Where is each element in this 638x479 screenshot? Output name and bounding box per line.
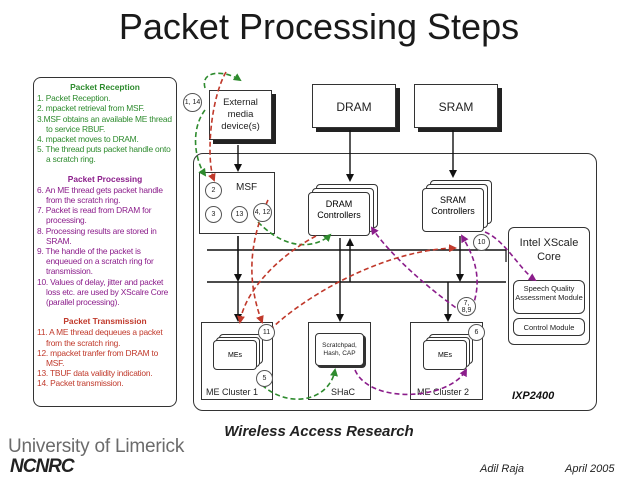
processing-heading: Packet Processing: [67, 173, 143, 184]
step-item: 1. Packet Reception.: [37, 93, 111, 104]
step-circle-label: 11: [262, 329, 271, 336]
me-cluster-2-label: ME Cluster 2: [417, 387, 470, 397]
step-item: 3.MSF obtains an available ME thread to …: [37, 113, 172, 134]
step-circle-label: 3: [211, 211, 216, 218]
transmission-steps: 11. A ME thread dequeues a packet from t…: [37, 327, 173, 388]
step-circle-label: 4, 12: [254, 209, 271, 216]
mes-box-2: MEs: [423, 340, 467, 370]
reception-arrow-2: [194, 109, 207, 177]
reception-arrow-5: [261, 368, 338, 400]
step-circle-label: 13: [235, 211, 244, 218]
step-item: 7. Packet is read from DRAM for processi…: [37, 205, 152, 226]
dram-label: DRAM: [336, 100, 372, 114]
steps-panel: Packet Reception 1. Packet Reception. 2.…: [33, 77, 177, 407]
presentation-date: April 2005: [565, 463, 615, 475]
mes-label-2: MEs: [438, 352, 452, 359]
sram-controllers-box: SRAM Controllers: [422, 188, 484, 232]
processing-steps: 6. An ME thread gets packet handle from …: [37, 185, 173, 307]
step-item: 12. mpacket tranfer from DRAM to MSF.: [37, 347, 159, 369]
dram-box: DRAM: [312, 84, 396, 128]
step-item: 2. mpacket retrieval from MSF.: [37, 103, 145, 114]
xscale-core-box: Intel XScale Core Speech Quality Assessm…: [508, 227, 590, 345]
step-circle-label: 7, 8,9: [461, 299, 472, 314]
ixp2400-label: IXP2400: [512, 390, 555, 402]
speech-quality-module: Speech Quality Assessment Module: [513, 280, 585, 314]
xscale-label: Intel XScale Core: [519, 237, 579, 263]
transmission-arrow-11: [269, 244, 457, 331]
step-circle-11: 11: [258, 324, 275, 341]
university-name: University of Limerick: [8, 436, 185, 457]
mes-label-1: MEs: [228, 352, 242, 359]
transmission-heading: Packet Transmission: [63, 316, 147, 327]
transmission-arrow-14: [208, 71, 227, 182]
step-item: 13. TBUF data validity indication.: [37, 368, 153, 379]
me-cluster-1-label: ME Cluster 1: [206, 387, 259, 397]
step-circle-10: 10: [473, 234, 490, 251]
step-circle-4-12: 4, 12: [253, 203, 272, 222]
step-circle-13: 13: [231, 206, 248, 223]
sram-box: SRAM: [414, 84, 498, 128]
step-circle-label: 10: [477, 239, 486, 246]
control-module-label: Control Module: [523, 323, 575, 332]
step-circle-7-8-9: 7, 8,9: [457, 297, 476, 316]
step-circle-label: 1, 14: [184, 99, 201, 106]
step-circle-5: 5: [256, 370, 273, 387]
processing-arrow-10: [484, 231, 537, 282]
sram-label: SRAM: [438, 100, 474, 114]
msf-label: MSF: [236, 182, 258, 193]
transmission-arrow-12b: [236, 235, 317, 324]
reception-heading: Packet Reception: [70, 82, 140, 92]
scratchpad-box: Scratchpad, Hash, CAP: [315, 333, 364, 366]
ncnrc-logo: NCNRC: [10, 456, 75, 477]
reception-steps: 1. Packet Reception. 2. mpacket retrieva…: [37, 93, 173, 164]
step-circle-6: 6: [468, 324, 485, 341]
reception-arrow-4: [257, 221, 332, 246]
processing-arrow-8: [461, 234, 478, 309]
sram-controllers-label: SRAM Controllers: [431, 195, 475, 216]
mes-box-1: MEs: [213, 340, 257, 370]
control-module: Control Module: [513, 318, 585, 336]
step-circle-2: 2: [205, 182, 222, 199]
step-circle-label: 6: [474, 329, 479, 336]
step-item: 9. The handle of the packet is enqueued …: [37, 246, 154, 277]
page-title: Packet Processing Steps: [118, 6, 520, 47]
step-item: 6. An ME thread gets packet handle from …: [37, 184, 163, 206]
step-item: 14. Packet transmission.: [37, 378, 124, 389]
speech-quality-label: Speech Quality Assessment Module: [515, 284, 583, 302]
external-media-label: External media device(s): [221, 97, 260, 132]
step-circle-label: 2: [211, 187, 216, 194]
step-circle-3: 3: [205, 206, 222, 223]
research-group-title: Wireless Access Research: [224, 423, 414, 440]
shac-label: SHaC: [331, 387, 356, 397]
step-item: 4. mpacket moves to DRAM.: [37, 134, 139, 145]
step-item: 5. The thread puts packet handle onto a …: [37, 144, 171, 165]
step-circle-label: 5: [262, 375, 267, 382]
external-media-box: External media device(s): [209, 90, 272, 140]
step-circle-1-14: 1, 14: [183, 93, 202, 112]
step-item: 10. Values of delay, jitter and packet l…: [37, 276, 169, 308]
processing-arrow-6: [354, 368, 467, 396]
dram-controllers-box: DRAM Controllers: [308, 192, 370, 236]
step-item: 11. A ME thread dequeues a packet from t…: [37, 327, 163, 348]
reception-arrow-1: [203, 72, 242, 89]
processing-arrow-7: [370, 226, 463, 313]
step-item: 8. Processing results are stored in SRAM…: [37, 225, 157, 246]
dram-controllers-label: DRAM Controllers: [317, 199, 361, 220]
scratchpad-label: Scratchpad, Hash, CAP: [322, 342, 357, 357]
author-name: Adil Raja: [480, 463, 525, 475]
